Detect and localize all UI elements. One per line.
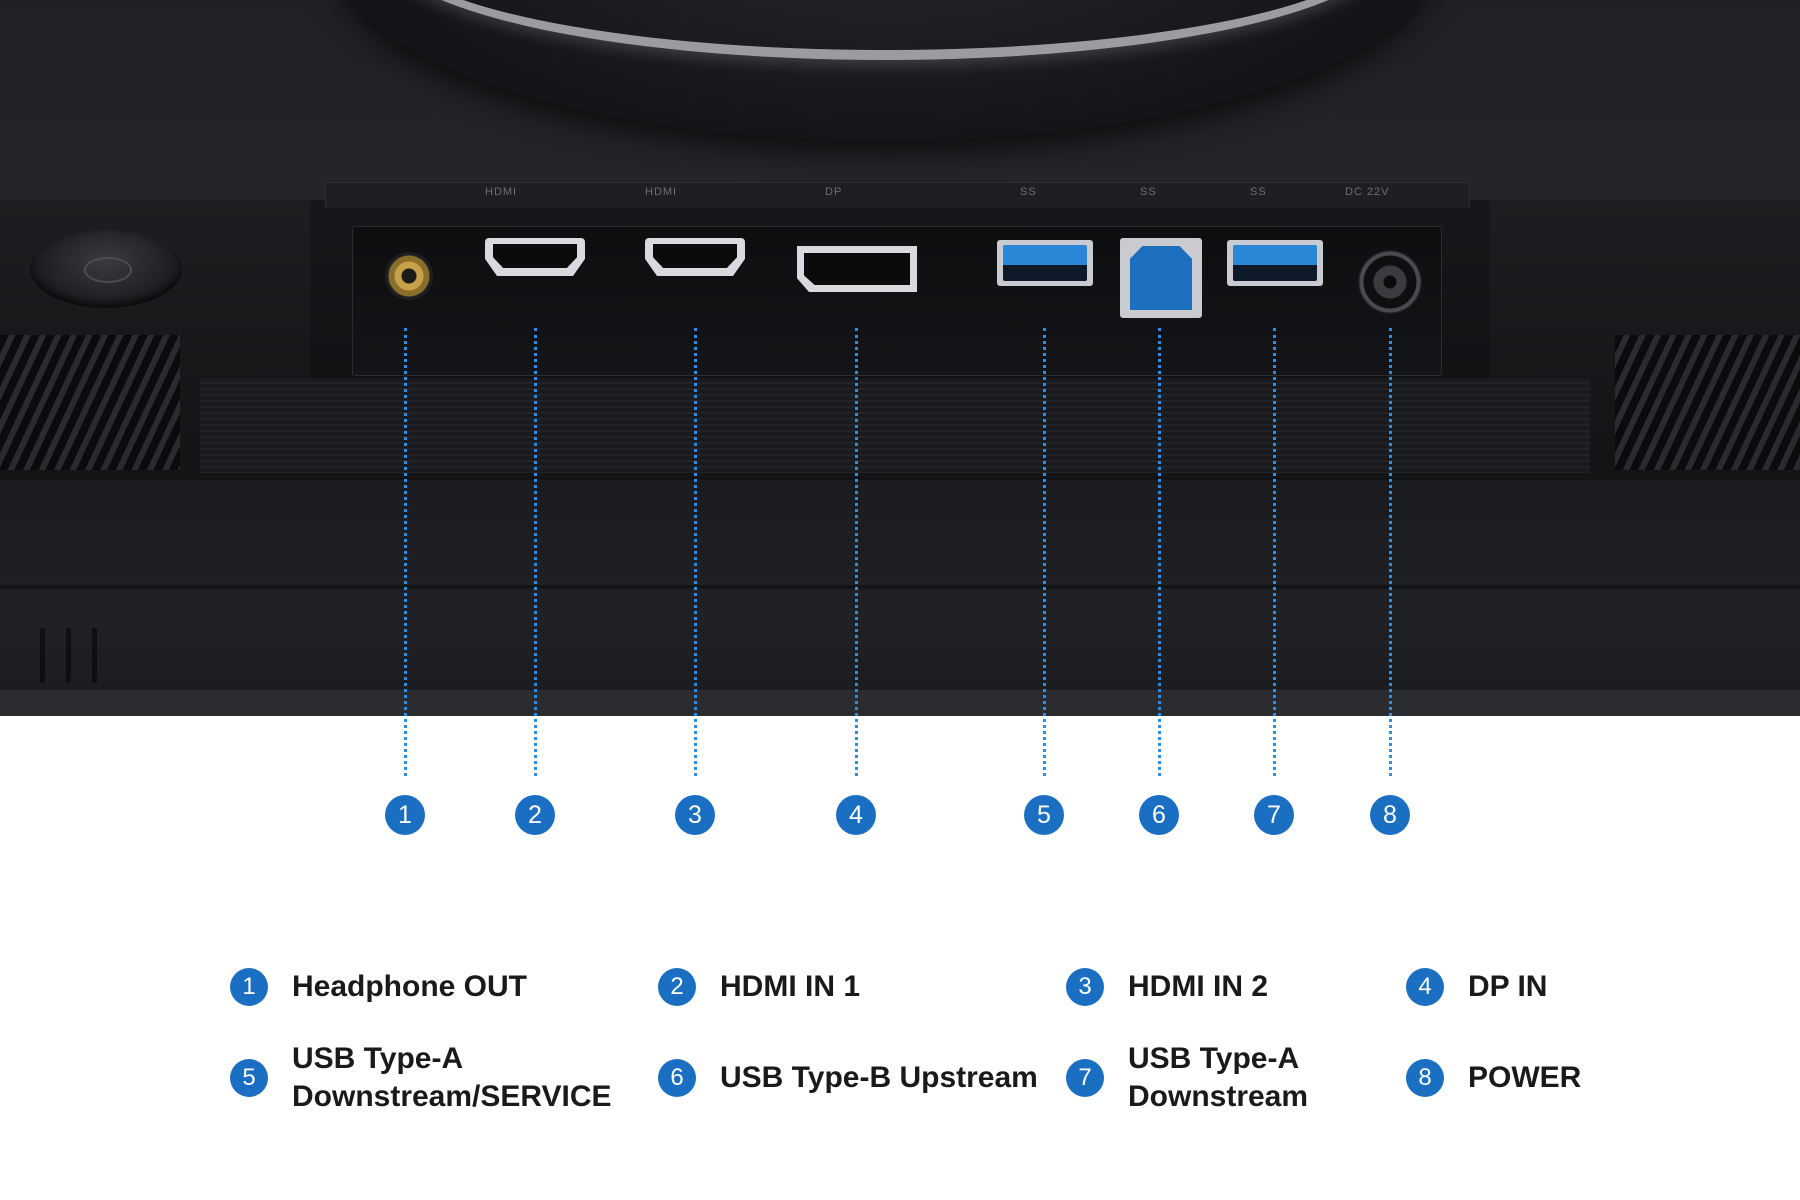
legend-badge: 8 <box>1406 1059 1444 1097</box>
leader-line-2 <box>534 328 537 776</box>
legend-label: POWER <box>1468 1061 1582 1094</box>
usb-b-port-icon <box>1120 238 1202 318</box>
monitor-rear-photo: HDMI HDMI DP SS SS SS DC 22V <box>0 0 1800 716</box>
legend-badge: 1 <box>230 968 268 1006</box>
legend-item-3: 3 HDMI IN 2 <box>1066 968 1268 1006</box>
headphone-jack-icon <box>385 252 433 300</box>
grip-line <box>92 628 97 683</box>
port-label-usb-a-2: SS <box>1250 186 1267 198</box>
legend-item-6: 6 USB Type-B Upstream <box>658 1059 1038 1097</box>
callout-badge-3: 3 <box>675 795 715 835</box>
port-label-hdmi2: HDMI <box>645 186 678 198</box>
callout-badge-6: 6 <box>1139 795 1179 835</box>
callout-badge-7: 7 <box>1254 795 1294 835</box>
port-label-hdmi1: HDMI <box>485 186 518 198</box>
legend-label: HDMI IN 2 <box>1128 970 1269 1003</box>
port-label-dp: DP <box>825 186 843 198</box>
hdmi-port-icon <box>485 238 585 276</box>
leader-line-4 <box>855 328 858 776</box>
displayport-icon <box>797 246 917 292</box>
power-joystick-icon <box>30 230 182 308</box>
port-label-dc: DC 22V <box>1345 186 1390 198</box>
leader-line-8 <box>1389 328 1392 776</box>
legend-label: USB Type-B Upstream <box>720 1061 1038 1094</box>
legend-badge: 5 <box>230 1059 268 1097</box>
usb-a-port-icon <box>997 240 1093 286</box>
callout-badge-2: 2 <box>515 795 555 835</box>
grip-line <box>40 628 45 683</box>
right-vent <box>1615 335 1800 470</box>
port-label-usb-a-1: SS <box>1020 186 1037 198</box>
port-ledge <box>200 378 1590 473</box>
monitor-lower-body <box>0 480 1800 716</box>
dc-power-jack-icon <box>1358 250 1422 314</box>
legend-badge: 3 <box>1066 968 1104 1006</box>
left-vent <box>0 335 180 470</box>
legend-label: DP IN <box>1468 970 1548 1003</box>
legend-badge: 6 <box>658 1059 696 1097</box>
callout-badge-1: 1 <box>385 795 425 835</box>
callout-badge-8: 8 <box>1370 795 1410 835</box>
leader-line-6 <box>1158 328 1161 776</box>
legend-label: Headphone OUT <box>292 970 528 1003</box>
lower-bottom-edge <box>0 690 1800 716</box>
legend-badge: 7 <box>1066 1059 1104 1097</box>
usb-a-port-icon <box>1227 240 1323 286</box>
leader-line-7 <box>1273 328 1276 776</box>
callout-badge-4: 4 <box>836 795 876 835</box>
hdmi-port-icon <box>645 238 745 276</box>
callout-badge-5: 5 <box>1024 795 1064 835</box>
legend-item-1: 1 Headphone OUT <box>230 968 527 1006</box>
legend-badge: 2 <box>658 968 696 1006</box>
legend-item-2: 2 HDMI IN 1 <box>658 968 860 1006</box>
leader-line-3 <box>694 328 697 776</box>
port-label-usb-b: SS <box>1140 186 1157 198</box>
legend-label: HDMI IN 1 <box>720 970 861 1003</box>
lower-seam <box>0 585 1800 589</box>
legend-item-4: 4 DP IN <box>1406 968 1547 1006</box>
leader-line-5 <box>1043 328 1046 776</box>
legend-item-8: 8 POWER <box>1406 1059 1581 1097</box>
grip-line <box>66 628 71 683</box>
port-label-strip <box>325 182 1470 208</box>
legend-badge: 4 <box>1406 968 1444 1006</box>
leader-line-1 <box>404 328 407 776</box>
